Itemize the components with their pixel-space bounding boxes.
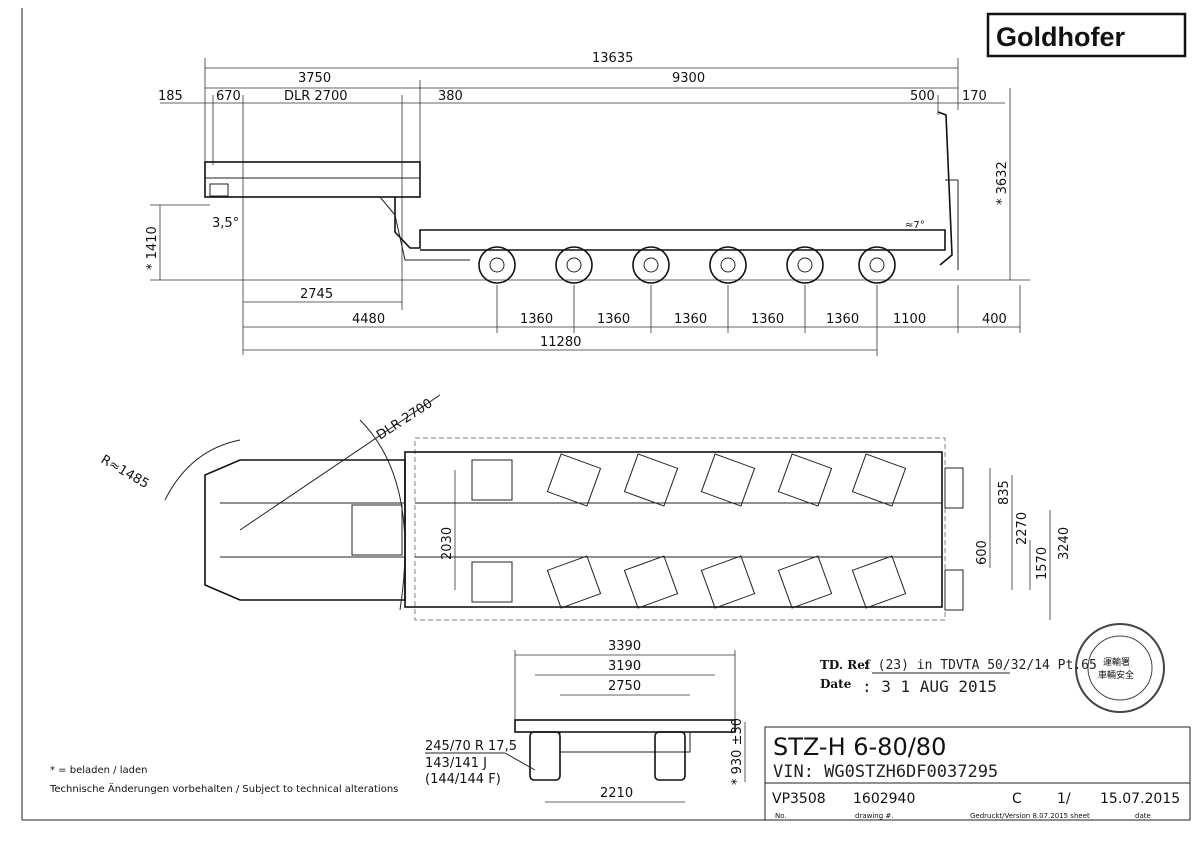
svg-text:STZ-H 6-80/80: STZ-H 6-80/80: [773, 733, 946, 761]
svg-text:835: 835: [997, 480, 1012, 505]
svg-text:2030: 2030: [440, 527, 455, 560]
svg-text:Goldhofer: Goldhofer: [996, 22, 1125, 52]
svg-text:3,5°: 3,5°: [212, 216, 239, 231]
svg-text:* 3632: * 3632: [995, 161, 1010, 205]
title-block: STZ-H 6-80/80 VIN: WG0STZH6DF0037295 VP3…: [764, 726, 1191, 821]
svg-text:9300: 9300: [672, 71, 705, 86]
svg-text:4480: 4480: [352, 312, 385, 327]
svg-text:1360: 1360: [520, 312, 553, 327]
svg-text:1360: 1360: [597, 312, 630, 327]
transport-dept-stamp: 運輸署 車輛安全: [1075, 623, 1165, 713]
svg-text:2750: 2750: [608, 679, 641, 694]
svg-text:DLR 2700: DLR 2700: [284, 89, 348, 104]
svg-text:400: 400: [982, 312, 1007, 327]
svg-text:車輛安全: 車輛安全: [1098, 669, 1134, 681]
rear-view: 3390 3190 2750 2210 * 930 ±30 245/70 R 1…: [425, 639, 746, 803]
svg-text:2270: 2270: [1015, 512, 1030, 545]
approval-ref: TD. Ref : (23) in TDVTA 50/32/14 Pt.65 D…: [820, 658, 1097, 696]
svg-text:* 1410: * 1410: [145, 226, 160, 270]
svg-text:1602940: 1602940: [853, 791, 915, 807]
note-alterations: Technische Änderungen vorbehalten / Subj…: [49, 782, 398, 795]
dimension-lines: [150, 58, 1030, 356]
plan-view: DLR 2700 R≈1485 2030 835 600 2270 1570 3…: [98, 394, 1072, 621]
svg-text:3240: 3240: [1057, 527, 1072, 560]
svg-text:1100: 1100: [893, 312, 926, 327]
svg-text:TD. Ref: TD. Ref: [820, 658, 871, 672]
svg-text:500: 500: [910, 89, 935, 104]
svg-text:143/141 J: 143/141 J: [425, 756, 487, 771]
svg-text:(144/144 F): (144/144 F): [425, 772, 501, 787]
svg-text:600: 600: [975, 540, 990, 565]
svg-text:R≈1485: R≈1485: [98, 452, 151, 491]
svg-text:≈7°: ≈7°: [905, 220, 925, 231]
svg-text:3190: 3190: [608, 659, 641, 674]
side-view: 13635 3750 9300 185 670 DLR 2700 380 500…: [145, 51, 1030, 356]
svg-text:VP3508: VP3508: [772, 791, 826, 807]
svg-text:C: C: [1012, 791, 1022, 807]
svg-text:DLR 2700: DLR 2700: [374, 396, 435, 443]
axle-tire-groups: [471, 453, 907, 609]
svg-text:Gedruckt/Version 8.07.2015 she: Gedruckt/Version 8.07.2015 sheet: [970, 812, 1090, 820]
svg-text:VIN: WG0STZH6DF0037295: VIN: WG0STZH6DF0037295: [773, 762, 998, 782]
svg-text:2210: 2210: [600, 786, 633, 801]
svg-text:15.07.2015: 15.07.2015: [1100, 791, 1180, 807]
svg-text:170: 170: [962, 89, 987, 104]
wheels: [478, 246, 896, 284]
svg-text:: 3 1 AUG 2015: : 3 1 AUG 2015: [862, 677, 997, 696]
svg-text:drawing #.: drawing #.: [855, 812, 893, 820]
trailer-side-profile: [204, 111, 959, 270]
svg-text:date: date: [1135, 812, 1151, 820]
svg-text:1570: 1570: [1035, 547, 1050, 580]
svg-text:1360: 1360: [674, 312, 707, 327]
goldhofer-logo: Goldhofer: [986, 12, 1187, 58]
svg-text:運輸署: 運輸署: [1103, 656, 1130, 668]
svg-text:245/70 R 17,5: 245/70 R 17,5: [425, 739, 517, 754]
svg-text:185: 185: [158, 89, 183, 104]
svg-text:No.: No.: [775, 812, 787, 820]
svg-text:* 930 ±30: * 930 ±30: [730, 718, 745, 785]
svg-text:3390: 3390: [608, 639, 641, 654]
svg-text:11280: 11280: [540, 335, 581, 350]
svg-text:1360: 1360: [826, 312, 859, 327]
note-loaded: * = beladen / laden: [50, 765, 147, 776]
svg-text:670: 670: [216, 89, 241, 104]
svg-text:13635: 13635: [592, 51, 633, 66]
svg-text:3750: 3750: [298, 71, 331, 86]
svg-text:1/: 1/: [1057, 791, 1071, 807]
svg-text:380: 380: [438, 89, 463, 104]
svg-text:1360: 1360: [751, 312, 784, 327]
svg-text:: (23) in TDVTA 50/32/14 Pt.65: : (23) in TDVTA 50/32/14 Pt.65: [862, 658, 1097, 673]
svg-text:2745: 2745: [300, 287, 333, 302]
svg-text:Date: Date: [820, 677, 852, 691]
